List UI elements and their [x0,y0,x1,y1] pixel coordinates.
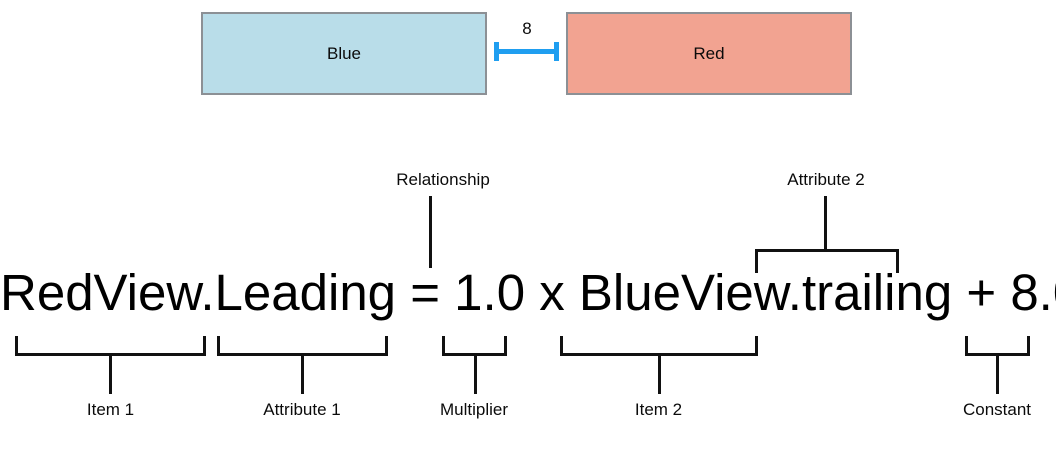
annotation-attribute-1-label: Attribute 1 [263,400,341,419]
constraint-equation: RedView.Leading = 1.0 x BlueView.trailin… [0,264,1056,321]
annotation-item-2-stem [658,353,661,394]
annotation-multiplier-bracket-left-leg [442,336,445,356]
red-view-label: Red [693,43,725,63]
annotation-attribute-1-bracket-right-leg [385,336,388,356]
annotation-multiplier-bracket-right-leg [504,336,507,356]
annotation-relationship-leader-line [429,196,432,268]
blue-view-box: Blue [201,12,487,95]
annotation-attribute-2-bracket-right-leg [896,249,899,273]
annotation-relationship-label: Relationship [396,170,490,189]
annotation-constant-bracket-left-leg [965,336,968,356]
constraint-value-label: 8 [522,19,532,38]
annotation-attribute-2-bracket-left-leg [755,249,758,273]
annotation-item-2-bracket-left-leg [560,336,563,356]
annotation-attribute-2-label: Attribute 2 [787,170,865,189]
annotation-item-1-label: Item 1 [86,400,135,419]
annotation-attribute-2-bracket-bar [755,249,899,252]
constraint-spacing-bar-icon [496,49,558,54]
annotation-item-1-stem [109,353,112,394]
annotation-multiplier-stem [474,353,477,394]
blue-view-label: Blue [326,43,362,63]
annotation-attribute-1-stem [301,353,304,394]
annotation-item-1-bracket-right-leg [203,336,206,356]
red-view-box: Red [566,12,852,95]
annotation-constant-label: Constant [962,400,1032,419]
annotation-item-2-label: Item 2 [634,400,683,419]
annotation-item-2-bracket-right-leg [755,336,758,356]
annotation-attribute-2-stem [824,196,827,251]
constraint-cap-right-icon [554,42,559,61]
annotation-constant-bracket-right-leg [1027,336,1030,356]
annotation-item-1-bracket-left-leg [15,336,18,356]
annotation-multiplier-label: Multiplier [439,400,509,419]
annotation-attribute-1-bracket-left-leg [217,336,220,356]
annotation-constant-stem [996,353,999,394]
